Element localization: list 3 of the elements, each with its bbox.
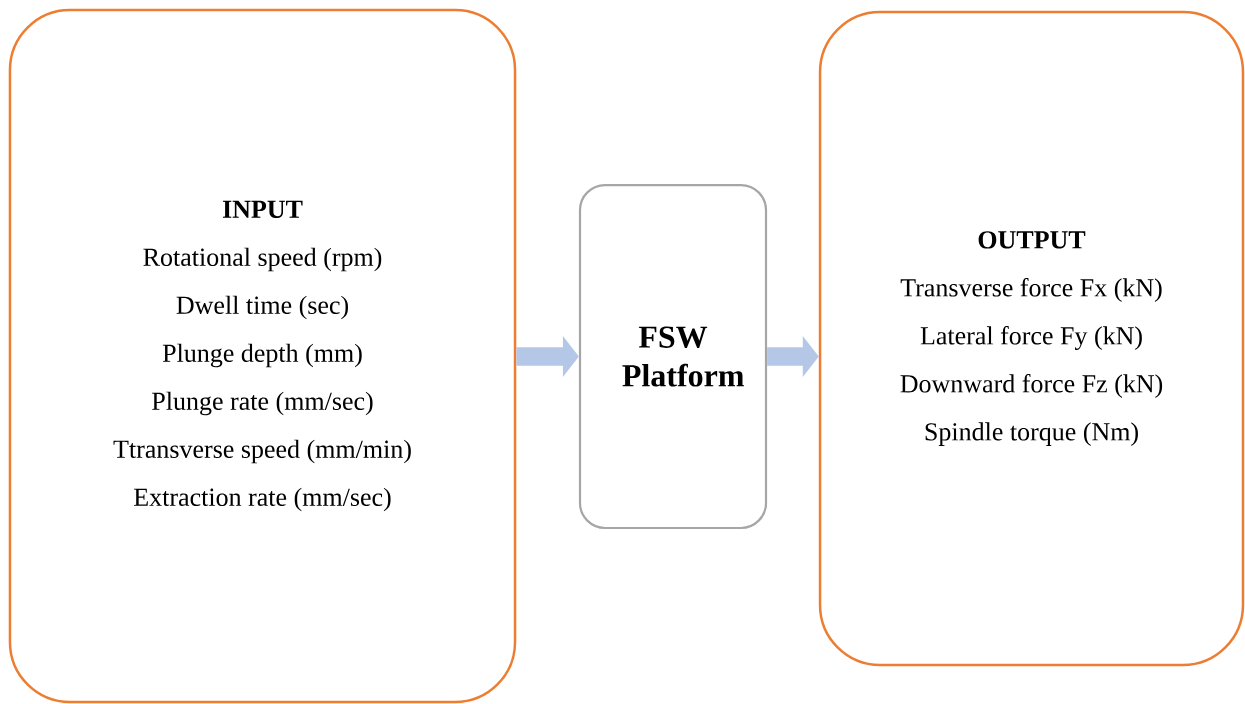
input-box: INPUT Rotational speed (rpm) Dwell time (sec) Plunge depth (mm) Plunge rate (mm/sec) Ttransverse speed (mm/min) Extraction rate (mm/sec) [8,8,517,704]
output-box: OUTPUT Transverse force Fx (kN) Lateral force Fy (kN) Downward force Fz (kN) Spindle torque (Nm) [818,10,1245,667]
process-box: FSW Platform [578,183,768,530]
